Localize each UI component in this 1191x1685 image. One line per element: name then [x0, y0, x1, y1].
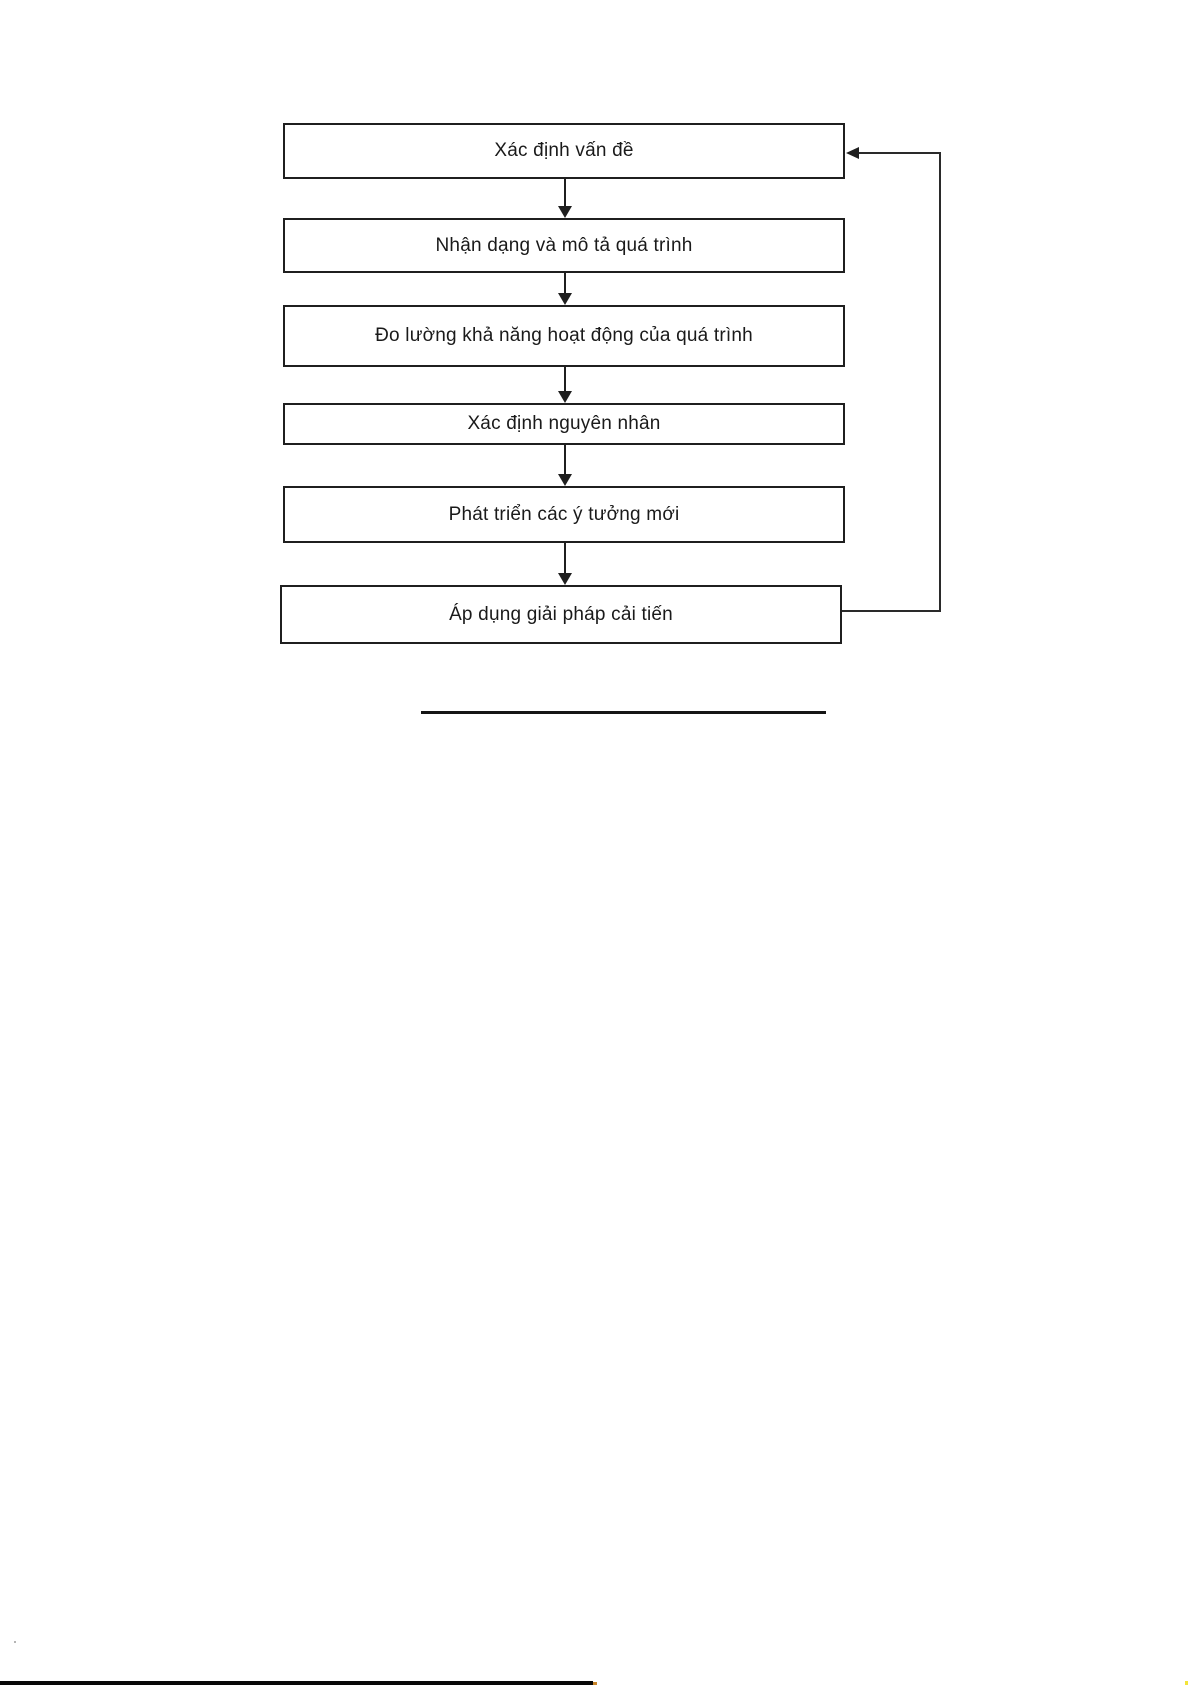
step-label: Phát triển các ý tưởng mới: [448, 503, 680, 525]
arrow-down-shaft-4: [564, 445, 566, 474]
step-label: Áp dụng giải pháp cải tiến: [449, 603, 673, 625]
feedback-line-vertical: [939, 152, 941, 612]
arrow-down-icon: [558, 573, 572, 585]
scan-artifact-speck: [14, 1641, 16, 1643]
arrow-down-icon: [558, 474, 572, 486]
step-box-identify-describe-process: Nhận dạng và mô tả quá trình: [283, 218, 845, 273]
arrow-down-shaft-5: [564, 543, 566, 573]
step-box-identify-causes: Xác định nguyên nhân: [283, 403, 845, 445]
step-box-apply-improvement-solution: Áp dụng giải pháp cải tiến: [280, 585, 842, 644]
step-box-develop-new-ideas: Phát triển các ý tưởng mới: [283, 486, 845, 543]
page-bottom-bar: [0, 1681, 593, 1685]
feedback-line-bottom: [842, 610, 941, 612]
step-label: Xác định vấn đề: [494, 140, 634, 161]
arrow-down-icon: [558, 206, 572, 218]
step-box-measure-process-capability: Đo lường khả năng hoạt động của quá trìn…: [283, 305, 845, 367]
arrow-down-shaft-3: [564, 367, 566, 391]
arrow-down-shaft-1: [564, 179, 566, 206]
scan-artifact-dot: [1185, 1681, 1188, 1685]
arrow-down-icon: [558, 293, 572, 305]
step-box-define-problem: Xác định vấn đề: [283, 123, 845, 179]
arrow-left-icon: [846, 147, 859, 159]
feedback-line-top: [859, 152, 941, 154]
caption-rule: [421, 711, 826, 714]
arrow-down-shaft-2: [564, 273, 566, 293]
arrow-down-icon: [558, 391, 572, 403]
step-label: Nhận dạng và mô tả quá trình: [435, 234, 693, 256]
step-label: Đo lường khả năng hoạt động của quá trìn…: [375, 325, 753, 346]
step-label: Xác định nguyên nhân: [467, 413, 661, 434]
scan-artifact-dot: [593, 1682, 597, 1685]
